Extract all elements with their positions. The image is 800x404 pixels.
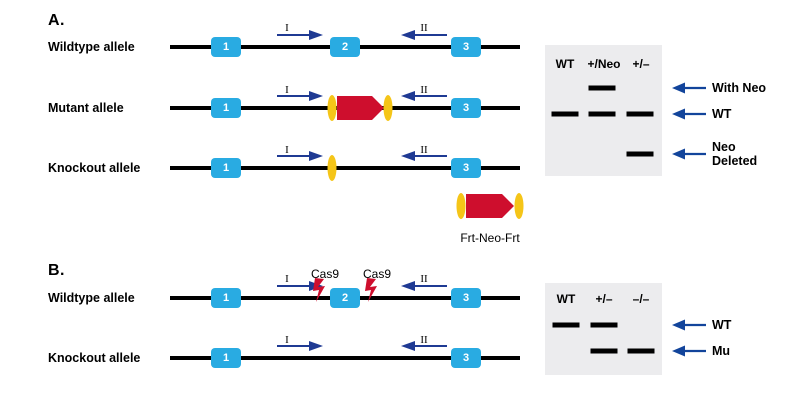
primer-arrow-svg	[277, 90, 323, 102]
cas9-label-1: Cas9	[310, 267, 340, 281]
gel-band-panel-b--WT	[590, 322, 618, 328]
legend-frt-site-1	[514, 193, 524, 219]
primer-arrow-II-b-wildtype	[401, 280, 447, 292]
genomic-line-a-knockout	[170, 166, 520, 170]
gel-band-panel-a-Neo-With-Neo	[588, 85, 616, 91]
exon-box-3-a-wildtype: 3	[451, 37, 481, 57]
primer-arrow-svg	[401, 90, 447, 102]
legend-frt-site-0	[456, 193, 466, 219]
gel-lane-header-panel-a-1: +/Neo	[587, 57, 621, 71]
frt-site-a-mutant-1	[383, 95, 393, 121]
gel-annotation-label-panel-a-0: With Neo	[712, 81, 766, 95]
frt-site-a-knockout-0	[327, 155, 337, 181]
primer-label-II-b-knockout: II	[420, 334, 428, 346]
primer-arrow-I-a-mutant	[277, 90, 323, 102]
gel-annotation-label-panel-b-0: WT	[712, 318, 731, 332]
primer-label-II-a-mutant: II	[420, 84, 428, 96]
primer-label-I-b-knockout: I	[285, 334, 289, 346]
primer-label-I-b-wildtype: I	[285, 273, 289, 285]
allele-label-a-mutant: Mutant allele	[48, 101, 124, 115]
gel-annotation-label-line: WT	[712, 107, 732, 121]
gel-band-panel-b--Mu	[627, 348, 655, 354]
gel-band-panel-b--Mu	[590, 348, 618, 354]
gel-lane-header-panel-b-0: WT	[556, 292, 576, 306]
primer-label-II-a-wildtype: II	[420, 22, 428, 34]
primer-arrow-I-b-knockout	[277, 340, 323, 352]
primer-arrow-svg	[401, 29, 447, 41]
exon-box-1-b-knockout: 1	[211, 348, 241, 368]
cassette-legend-caption: Frt-Neo-Frt	[460, 231, 520, 245]
primer-label-II-a-knockout: II	[420, 144, 428, 156]
gel-annotation-arrow-panel-a-2	[672, 148, 706, 160]
exon-box-3-a-mutant: 3	[451, 98, 481, 118]
gel-band-panel-a-Neo-WT	[588, 111, 616, 117]
primer-label-II-b-wildtype: II	[420, 273, 428, 285]
exon-box-1-a-mutant: 1	[211, 98, 241, 118]
gel-annotation-label-line: Mu	[712, 344, 731, 358]
allele-label-a-wildtype: Wildtype allele	[48, 40, 135, 54]
gel-annotation-arrow-panel-b-0	[672, 319, 706, 331]
panel-letter-panel-a: A.	[48, 12, 65, 29]
primer-arrow-I-a-wildtype	[277, 29, 323, 41]
panel-letter-panel-b: B.	[48, 262, 65, 279]
gel-lane-header-panel-a-0: WT	[555, 57, 575, 71]
gel-annotation-label-line: Neo	[712, 140, 736, 154]
gel-band-panel-a--WT	[626, 111, 654, 117]
primer-label-I-a-knockout: I	[285, 144, 289, 156]
gel-lane-header-panel-b-2: –/–	[632, 292, 650, 306]
gel-annotation-label-line: WT	[712, 318, 732, 332]
allele-label-b-knockout: Knockout allele	[48, 351, 141, 365]
exon-box-1-a-knockout: 1	[211, 158, 241, 178]
cas9-label-2: Cas9	[362, 267, 392, 281]
gel-panel-panel-b	[545, 283, 662, 375]
primer-arrow-II-a-knockout	[401, 150, 447, 162]
gel-annotation-label-line: With Neo	[712, 81, 767, 95]
gel-annotation-label-panel-b-1: Mu	[712, 344, 730, 358]
exon-box-3-a-knockout: 3	[451, 158, 481, 178]
primer-arrow-I-a-knockout	[277, 150, 323, 162]
primer-arrow-svg	[277, 29, 323, 41]
gel-annotation-label-panel-a-1: WT	[712, 107, 731, 121]
primer-arrow-II-b-knockout	[401, 340, 447, 352]
primer-arrow-svg	[277, 150, 323, 162]
cas9-cut-bolt-2	[365, 278, 379, 302]
primer-arrow-II-a-wildtype	[401, 29, 447, 41]
gel-annotation-arrow-panel-b-1	[672, 345, 706, 357]
primer-label-I-a-wildtype: I	[285, 22, 289, 34]
exon-box-2-b-wildtype: 2	[330, 288, 360, 308]
primer-arrow-svg	[277, 340, 323, 352]
gel-band-panel-a--Neo-Deleted	[626, 151, 654, 157]
primer-arrow-svg	[401, 340, 447, 352]
gel-lane-header-panel-a-2: +/–	[632, 57, 650, 71]
frt-site-a-mutant-0	[327, 95, 337, 121]
gel-lane-header-panel-b-1: +/–	[595, 292, 613, 306]
exon-box-1-a-wildtype: 1	[211, 37, 241, 57]
gel-annotation-arrow-panel-a-0	[672, 82, 706, 94]
exon-box-2-a-wildtype: 2	[330, 37, 360, 57]
exon-box-1-b-wildtype: 1	[211, 288, 241, 308]
allele-label-b-wildtype: Wildtype allele	[48, 291, 135, 305]
exon-box-3-b-wildtype: 3	[451, 288, 481, 308]
exon-box-3-b-knockout: 3	[451, 348, 481, 368]
genomic-line-b-knockout	[170, 356, 520, 360]
allele-label-a-knockout: Knockout allele	[48, 161, 141, 175]
primer-arrow-svg	[401, 150, 447, 162]
gel-annotation-label-line: Deleted	[712, 154, 758, 168]
gel-annotation-arrow-panel-a-1	[672, 108, 706, 120]
primer-arrow-II-a-mutant	[401, 90, 447, 102]
primer-arrow-svg	[401, 280, 447, 292]
legend-neo-cassette	[466, 194, 514, 218]
neo-cassette-a-mutant	[337, 96, 384, 120]
primer-label-I-a-mutant: I	[285, 84, 289, 96]
gel-band-panel-b-WT-WT	[552, 322, 580, 328]
cas9-cut-bolt-1	[313, 278, 327, 302]
gel-band-panel-a-WT-WT	[551, 111, 579, 117]
